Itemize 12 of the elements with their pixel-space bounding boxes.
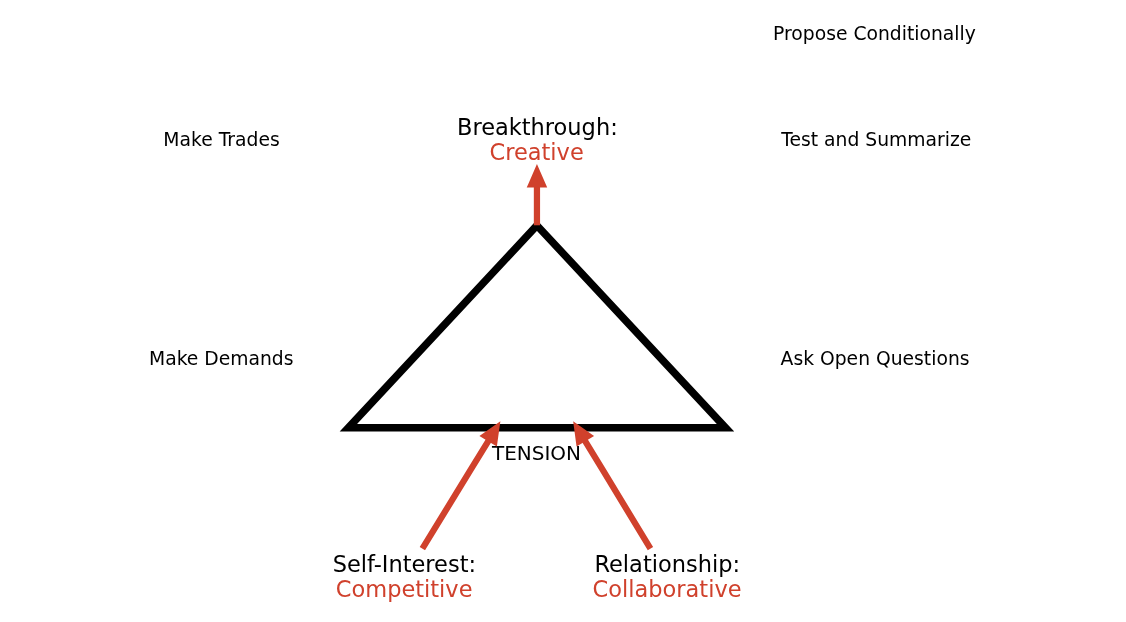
arrow: [526, 164, 547, 226]
label: Test and Summarize: [780, 129, 971, 151]
label: Make Demands: [148, 347, 294, 369]
node-text: Breakthrough: Creative: [456, 113, 618, 165]
label: Propose Conditionally: [772, 22, 976, 44]
node-label: TENSION: [491, 441, 581, 466]
node-text: Self-Interest: Competitive: [332, 551, 476, 602]
node-text: Relationship: Collaborative: [592, 551, 742, 602]
label: Make Trades: [162, 129, 280, 151]
label: Ask Open Questions: [780, 347, 970, 369]
arrow: [572, 421, 653, 551]
arrow: [419, 421, 500, 551]
